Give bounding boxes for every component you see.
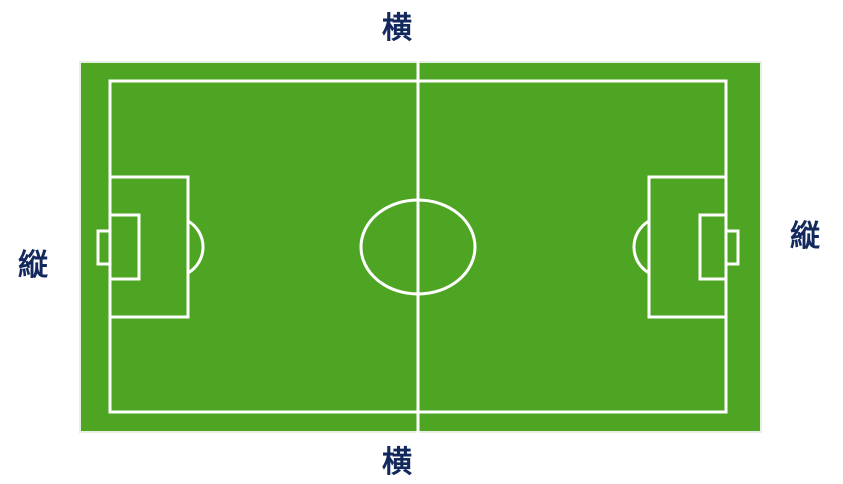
left-side-label: 縦	[18, 251, 48, 281]
top-side-label: 横	[382, 14, 412, 44]
right-side-label: 縦	[790, 222, 820, 252]
pitch-grass	[81, 63, 760, 431]
soccer-pitch	[79, 61, 762, 433]
bottom-side-label: 横	[382, 448, 412, 478]
